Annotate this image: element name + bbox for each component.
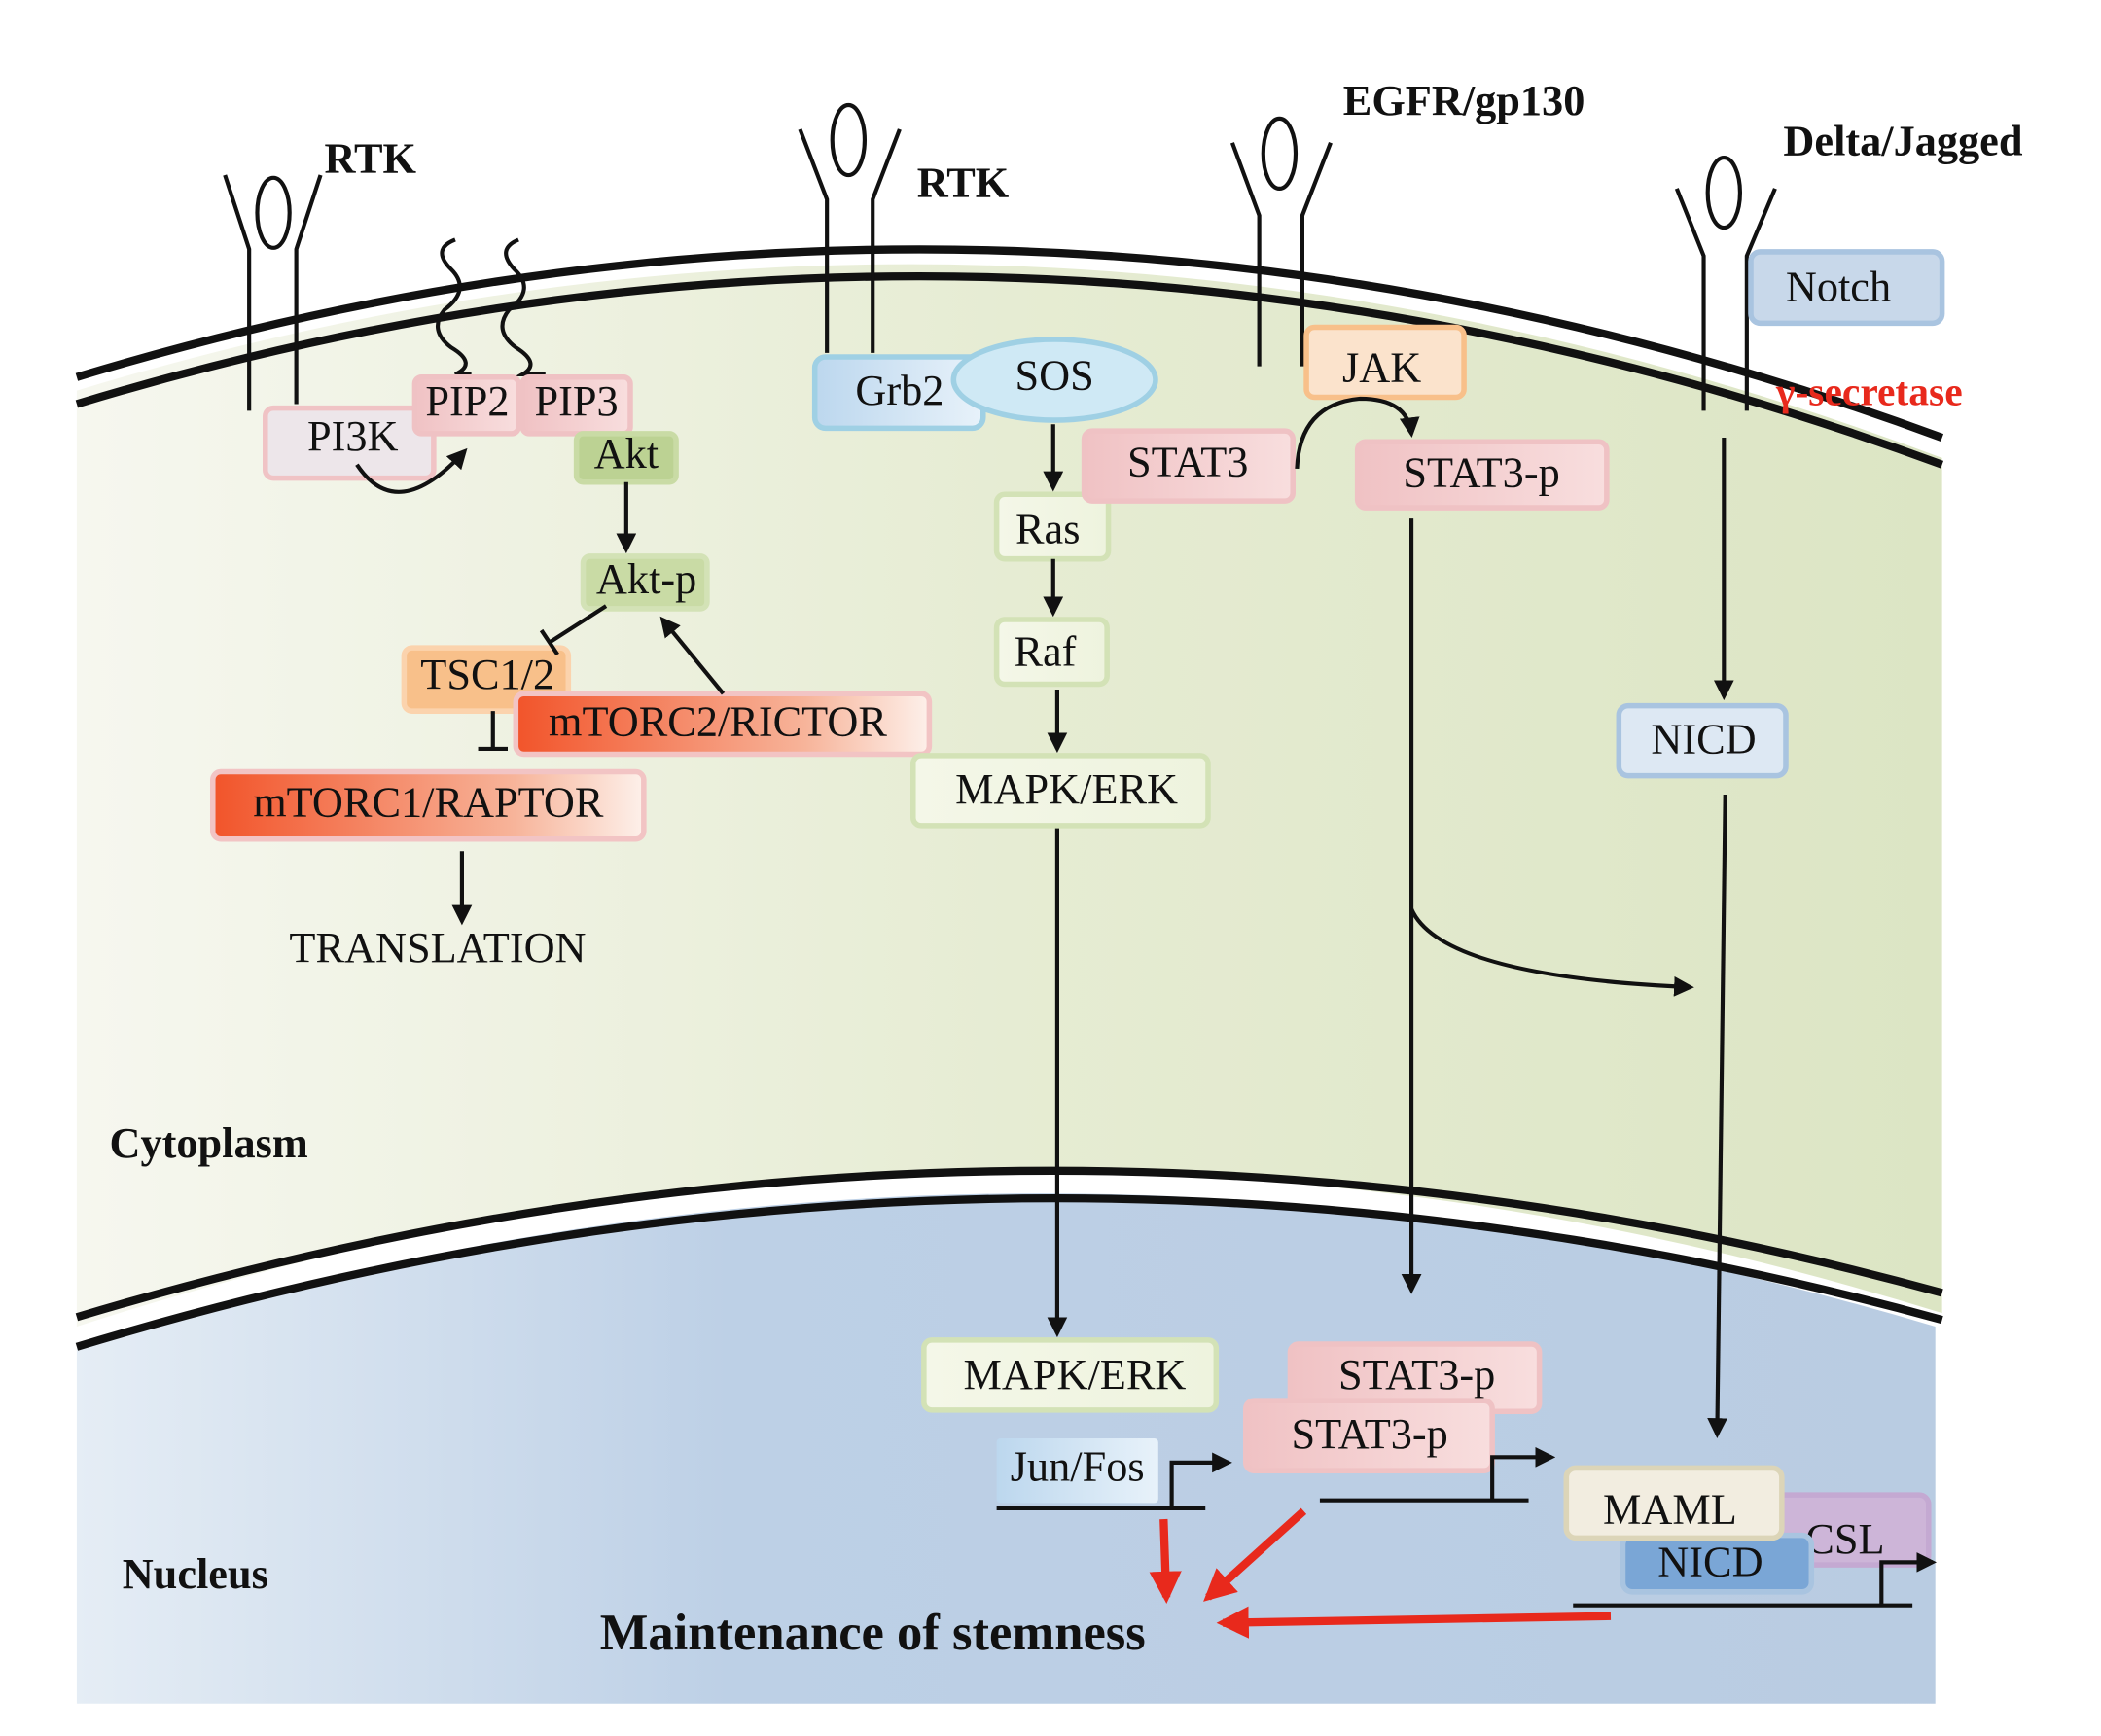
svg-text:MAPK/ERK: MAPK/ERK (963, 1351, 1186, 1399)
svg-text:SOS: SOS (1015, 352, 1094, 400)
svg-text:CSL: CSL (1805, 1515, 1884, 1563)
svg-text:mTORC1/RAPTOR: mTORC1/RAPTOR (253, 779, 604, 827)
nucleus-label: Nucleus (123, 1550, 268, 1598)
svg-text:Jun/Fos: Jun/Fos (1011, 1442, 1145, 1490)
egfr-label: EGFR/gp130 (1343, 77, 1585, 124)
node-grb2: Grb2 (811, 354, 986, 432)
maintenance-of-stemness-label: Maintenance of stemness (600, 1605, 1146, 1661)
tsc-inhibits-mtorc1 (478, 711, 508, 752)
stat3-gene-promoter (1319, 1457, 1551, 1503)
jun-fos-gene-promoter (996, 1463, 1229, 1511)
egfr-receptor (1229, 116, 1333, 367)
notch-to-stemness-arrow (1216, 1606, 1612, 1639)
svg-text:NICD: NICD (1657, 1539, 1763, 1586)
nuclear-membrane-outer (75, 1166, 1943, 1322)
svg-text:PIP3: PIP3 (535, 377, 619, 425)
pi3k-to-pip3-arrow (355, 447, 468, 494)
svg-text:STAT3: STAT3 (1127, 438, 1248, 485)
rtk-left-label: RTK (325, 135, 417, 183)
node-mapk-erk: MAPK/ERK (909, 753, 1211, 829)
svg-text:MAML: MAML (1603, 1486, 1737, 1534)
nicd-to-nucleus-arrow (1707, 795, 1727, 1438)
rtk-receptor-middle (798, 102, 902, 353)
node-mapk-erk-nuclear: MAPK/ERK (921, 1337, 1220, 1413)
rtk-receptor-left (223, 174, 323, 411)
svg-text:STAT3-p: STAT3-p (1338, 1351, 1495, 1399)
svg-text:TSC1/2: TSC1/2 (420, 651, 554, 698)
svg-text:STAT3-p: STAT3-p (1291, 1410, 1447, 1458)
nuclear-membrane-inner (75, 1194, 1943, 1351)
node-pi3k: PI3K (263, 405, 437, 481)
node-ras: Ras (993, 491, 1112, 562)
stat3p-to-notch-arrow (1409, 907, 1694, 997)
notch-gene-promoter (1573, 1562, 1933, 1608)
node-stat3: STAT3 (1081, 428, 1296, 504)
node-raf: Raf (993, 617, 1110, 688)
node-notch: Notch (1748, 249, 1945, 327)
svg-text:Grb2: Grb2 (855, 367, 944, 414)
svg-text:MAPK/ERK: MAPK/ERK (955, 765, 1178, 813)
delta-jagged-label: Delta/Jagged (1783, 118, 2022, 165)
stat3-to-stemness-arrow (1203, 1507, 1307, 1602)
cell-membrane-inner (75, 271, 1944, 469)
node-mtorc2: mTORC2/RICTOR (513, 691, 933, 758)
node-stat3-p-nuclear-back: STAT3-p (1287, 1341, 1543, 1415)
svg-text:Akt-p: Akt-p (596, 555, 696, 603)
node-jun-fos: Jun/Fos (996, 1437, 1158, 1504)
cell-membrane-outer (75, 245, 1944, 442)
svg-text:NICD: NICD (1651, 716, 1756, 763)
translation-label: TRANSLATION (289, 924, 586, 972)
svg-text:PI3K: PI3K (307, 412, 399, 460)
svg-text:mTORC2/RICTOR: mTORC2/RICTOR (549, 698, 887, 746)
rtk-middle-label: RTK (917, 159, 1010, 207)
svg-text:JAK: JAK (1342, 343, 1421, 391)
node-nicd-nuclear: NICD (1620, 1532, 1815, 1595)
node-maml: MAML (1563, 1465, 1785, 1541)
svg-text:STAT3-p: STAT3-p (1403, 448, 1559, 496)
node-sos: SOS (950, 337, 1158, 423)
node-stat3-p-nuclear-front: STAT3-p (1243, 1398, 1495, 1473)
svg-text:PIP2: PIP2 (425, 377, 509, 425)
node-jak: JAK (1303, 324, 1467, 401)
svg-text:Ras: Ras (1015, 506, 1080, 553)
mtorc2-to-aktp-arrow (659, 616, 726, 695)
svg-text:Notch: Notch (1786, 263, 1891, 310)
node-pip3: PIP3 (519, 373, 633, 437)
node-pip2: PIP2 (411, 373, 521, 437)
pip-lipid-tails (436, 237, 546, 377)
node-mtorc1: mTORC1/RAPTOR (210, 768, 647, 842)
gamma-secretase-label: γ-secretase (1775, 370, 1963, 414)
aktp-inhibits-tsc (539, 604, 608, 656)
notch-receptor (1674, 155, 1777, 411)
node-akt: Akt (573, 430, 679, 485)
node-stat3-p: STAT3-p (1354, 439, 1610, 511)
stat3-phosphorylation-arrow (1295, 396, 1420, 469)
cytoplasm-label: Cytoplasm (109, 1119, 307, 1167)
node-nicd: NICD (1616, 702, 1789, 779)
junfos-to-stemness-arrow (1149, 1518, 1182, 1605)
node-akt-p: Akt-p (580, 553, 710, 612)
svg-text:Raf: Raf (1014, 628, 1076, 676)
svg-text:Akt: Akt (594, 430, 659, 478)
